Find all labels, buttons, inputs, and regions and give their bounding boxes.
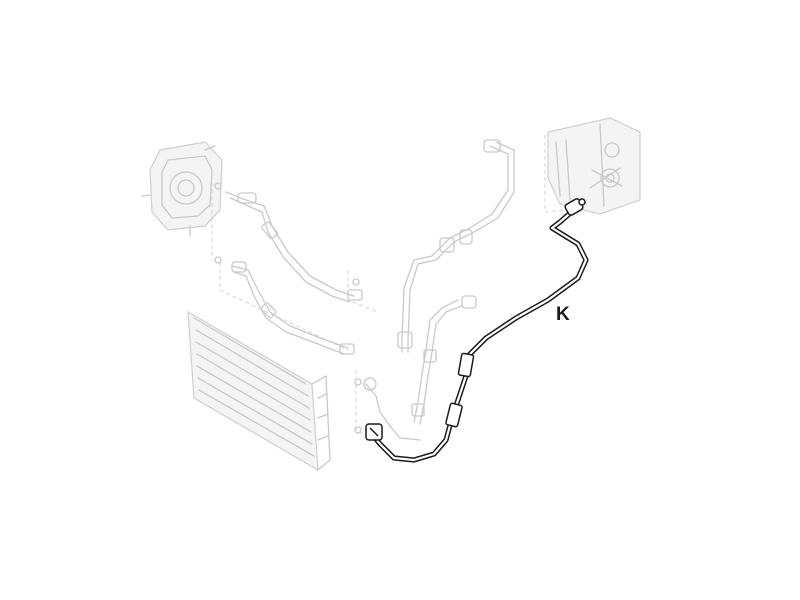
compressor	[141, 141, 223, 237]
highlighted-pipe	[365, 198, 589, 463]
liquid-line	[397, 139, 515, 353]
evaporator-housing	[547, 117, 641, 215]
small-hose	[354, 295, 477, 441]
callout-label: K	[556, 304, 570, 325]
discharge-hose	[214, 256, 355, 355]
suction-hose	[214, 182, 363, 303]
condenser	[187, 310, 331, 472]
